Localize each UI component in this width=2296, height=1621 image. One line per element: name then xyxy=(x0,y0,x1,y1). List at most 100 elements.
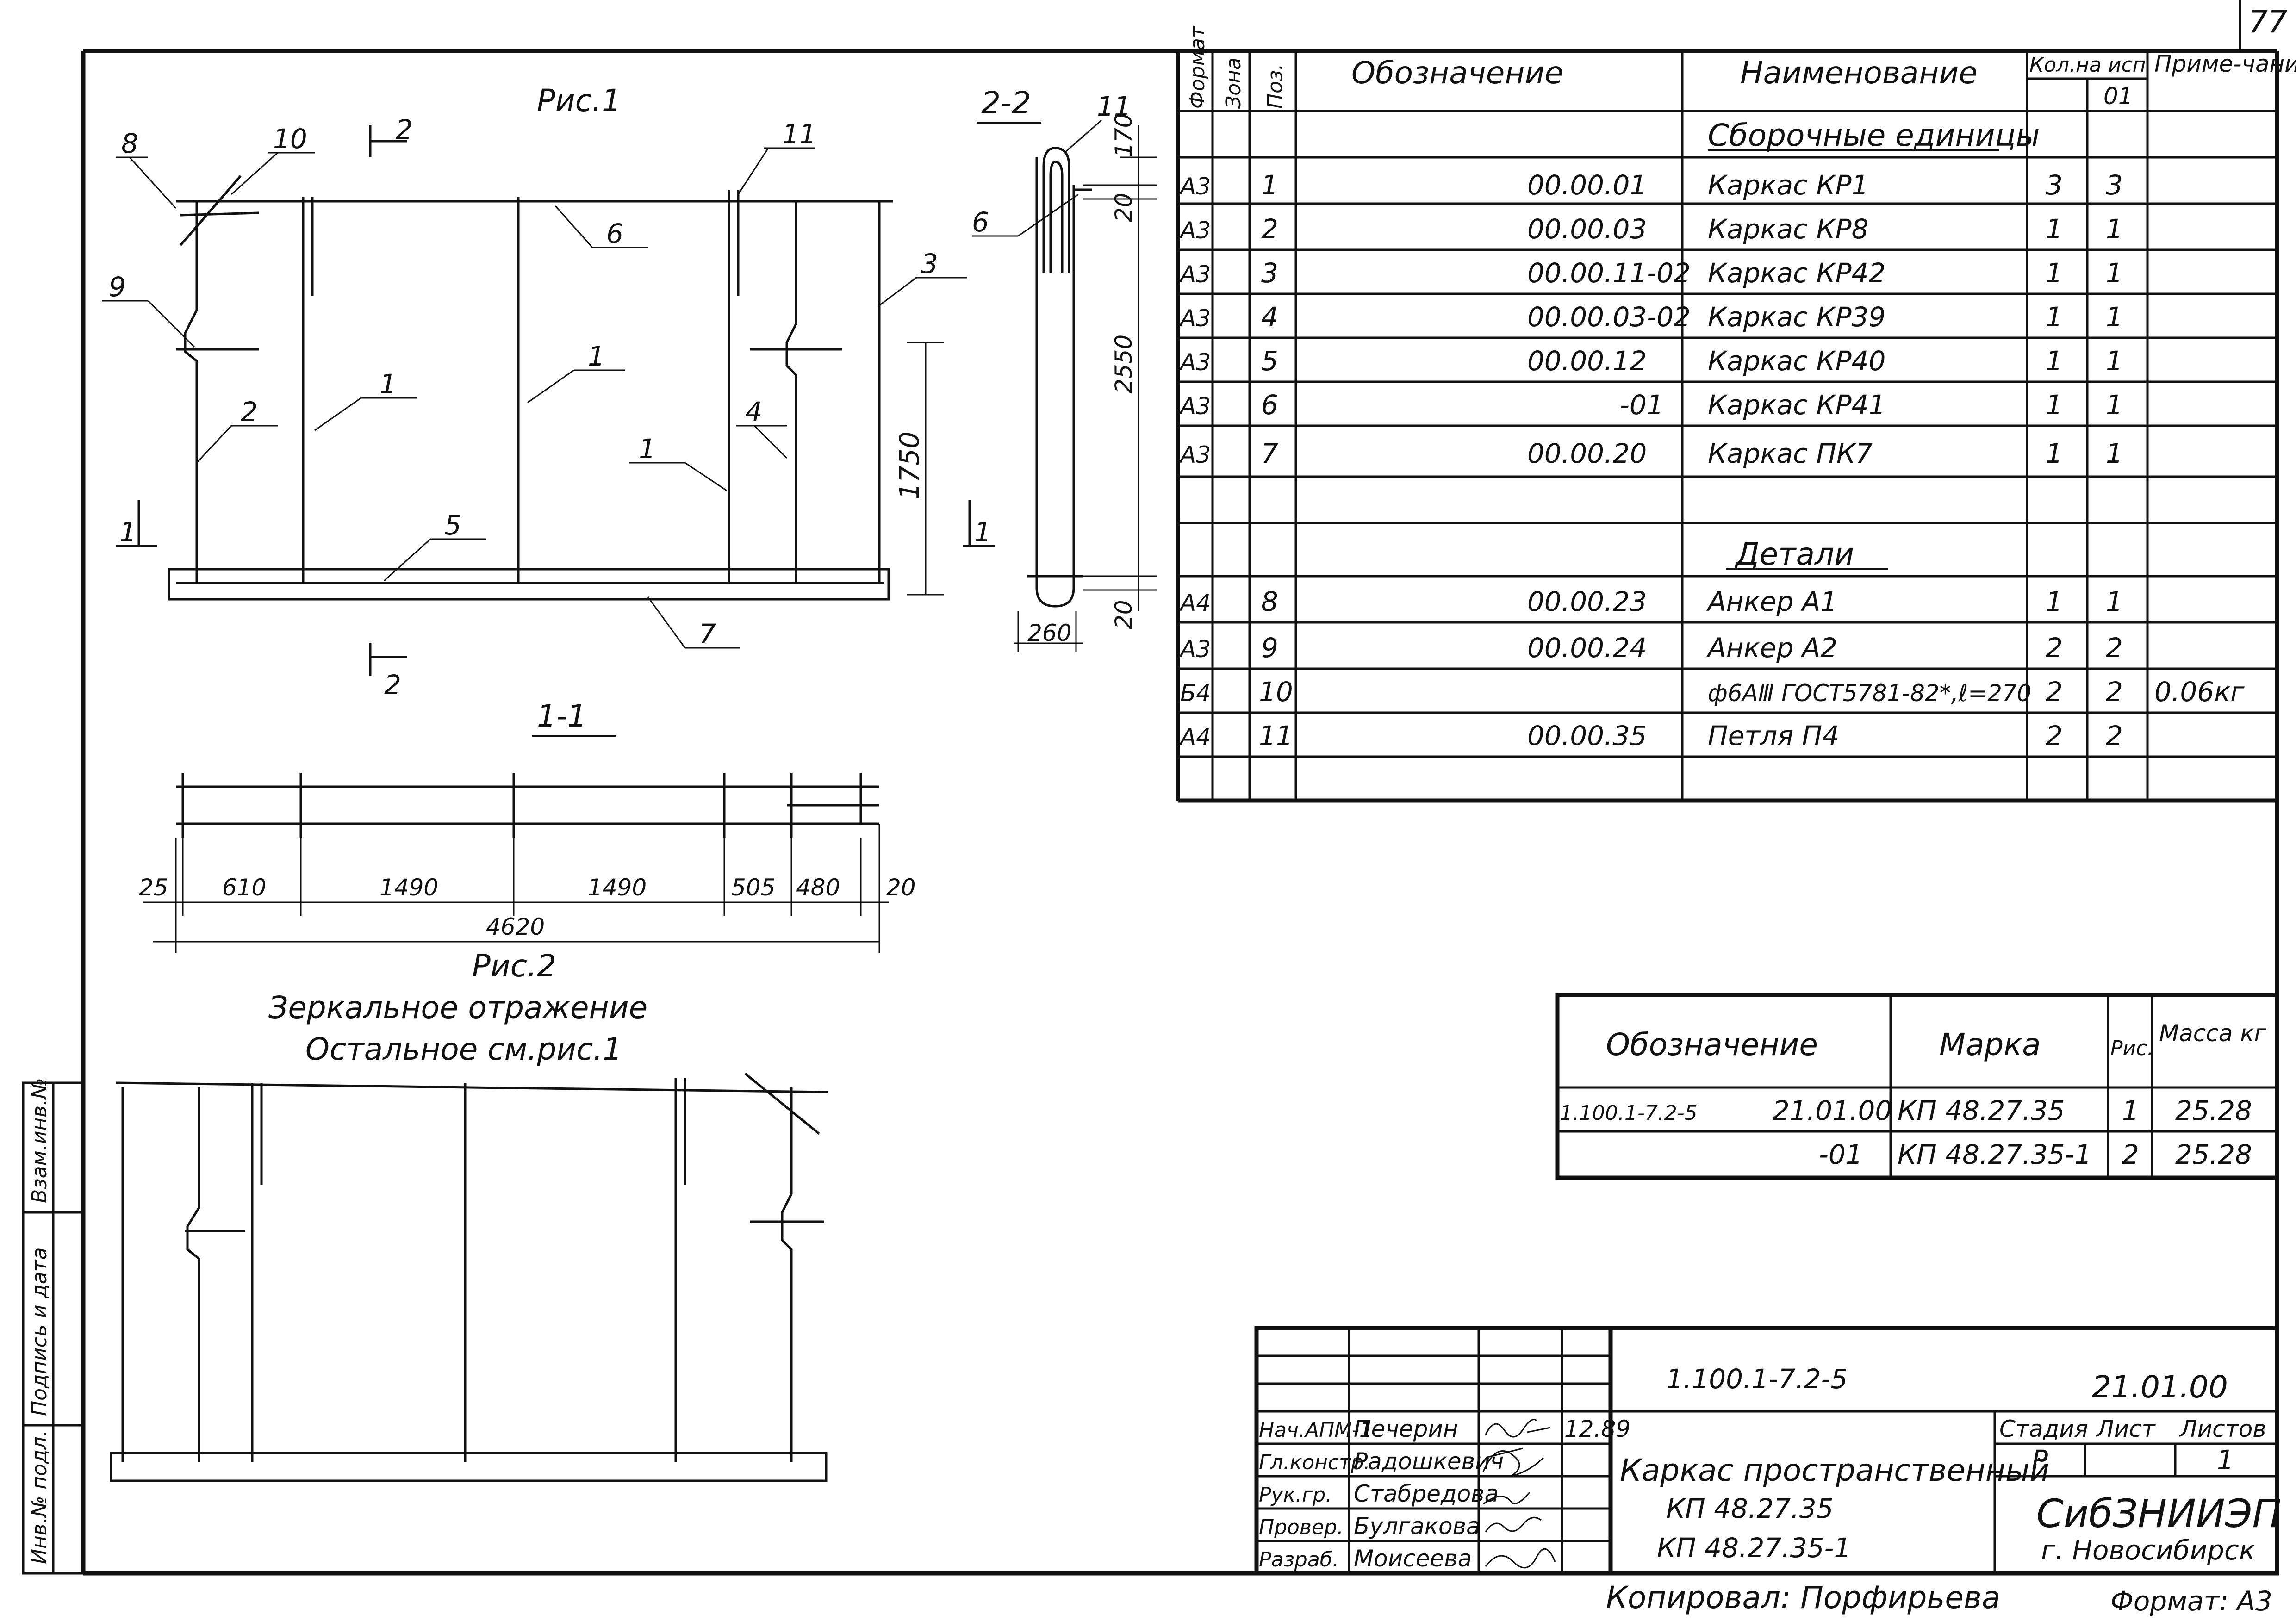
svg-text:00.00.24: 00.00.24 xyxy=(1527,632,1647,664)
spec-row: Б4 10 ф6АⅢ ГОСТ5781-82*,ℓ=270 2 2 0.06кг xyxy=(1180,676,2245,708)
svg-text:-01: -01 xyxy=(1819,1139,1863,1170)
svg-text:0.06кг: 0.06кг xyxy=(2154,676,2245,708)
section-mark-2-bottom: 2 xyxy=(384,669,401,701)
signature-marks xyxy=(1482,1419,1556,1569)
tb-doc-number: 21.01.00 xyxy=(2092,1369,2228,1405)
dim-1750: 1750 xyxy=(894,431,925,500)
marks-hdr-fig: Рис. xyxy=(2110,1037,2153,1060)
svg-text:А3: А3 xyxy=(1179,441,1211,468)
svg-text:1: 1 xyxy=(2106,213,2123,245)
svg-text:А4: А4 xyxy=(1179,590,1211,616)
title-block: 1.100.1-7.2-5 21.01.00 Каркас пространст… xyxy=(1254,1326,2282,1576)
side-stamp: Инв.№ подл. Подпись и дата Взам.инв.№ xyxy=(22,1078,85,1575)
svg-text:21.01.00: 21.01.00 xyxy=(1773,1095,1892,1126)
dim-1490-b: 1490 xyxy=(588,874,647,901)
marks-table: Обозначение Марка Рис. Масса кг 1.100.1-… xyxy=(1555,993,2279,1180)
svg-text:2: 2 xyxy=(241,396,258,428)
svg-text:Провер.: Провер. xyxy=(1259,1515,1344,1539)
svg-text:Каркас КР40: Каркас КР40 xyxy=(1708,345,1885,377)
tb-stage-label: Стадия xyxy=(1999,1416,2088,1442)
svg-text:А3: А3 xyxy=(1179,636,1211,663)
svg-text:2: 2 xyxy=(1261,213,1278,245)
svg-text:1: 1 xyxy=(2046,438,2063,469)
dim-20-top: 20 xyxy=(1110,193,1137,222)
svg-text:Петля П4: Петля П4 xyxy=(1708,720,1839,751)
section-details: Детали xyxy=(1734,536,1854,572)
tb-stage: Р xyxy=(2032,1444,2048,1476)
figure-1: Рис.1 2 2 1 1 8 xyxy=(102,83,995,701)
spec-row: А3 6 -01 Каркас КР41 1 1 xyxy=(1179,389,2123,421)
tb-title-3: КП 48.27.35-1 xyxy=(1657,1532,1851,1564)
format-label: Формат: А3 xyxy=(2110,1585,2272,1617)
svg-text:Каркас КР1: Каркас КР1 xyxy=(1708,169,1869,201)
svg-text:2: 2 xyxy=(2122,1139,2139,1170)
svg-text:Каркас КР39: Каркас КР39 xyxy=(1708,301,1885,333)
fig2-title: Рис.2 xyxy=(472,948,556,984)
spec-table: Формат Зона Поз. Обозначение Наименовани… xyxy=(1176,25,2296,803)
svg-text:10: 10 xyxy=(1259,676,1293,708)
svg-text:2: 2 xyxy=(2046,720,2063,751)
dim-20-bottom: 20 xyxy=(1110,600,1137,629)
figure-2: Рис.2 Зеркальное отражение Остальное см.… xyxy=(110,948,829,1482)
svg-text:9: 9 xyxy=(1261,632,1278,664)
svg-text:1: 1 xyxy=(2122,1095,2139,1126)
svg-text:Б4: Б4 xyxy=(1180,680,1211,707)
svg-text:00.00.20: 00.00.20 xyxy=(1527,438,1647,469)
svg-text:1: 1 xyxy=(1261,169,1278,201)
spec-row: А3 3 00.00.11-02 Каркас КР42 1 1 xyxy=(1179,257,2123,289)
hdr-pos: Поз. xyxy=(1263,64,1287,109)
svg-text:1: 1 xyxy=(639,433,656,465)
svg-text:Булгакова: Булгакова xyxy=(1354,1513,1481,1540)
spec-row: А3 4 00.00.03-02 Каркас КР39 1 1 xyxy=(1179,301,2123,333)
svg-text:00.00.35: 00.00.35 xyxy=(1527,720,1647,751)
svg-text:00.00.11-02: 00.00.11-02 xyxy=(1527,257,1691,289)
svg-text:1: 1 xyxy=(2106,301,2123,333)
spec-row: А3 5 00.00.12 Каркас КР40 1 1 xyxy=(1179,345,2123,377)
section-mark-1-left: 1 xyxy=(119,516,137,548)
svg-text:-01: -01 xyxy=(1620,389,1664,421)
svg-text:Рук.гр.: Рук.гр. xyxy=(1259,1483,1332,1507)
fig1-title: Рис.1 xyxy=(537,83,621,118)
tb-title-2: КП 48.27.35 xyxy=(1666,1493,1834,1524)
svg-text:5: 5 xyxy=(1261,345,1278,377)
dim-4620: 4620 xyxy=(486,913,545,940)
dim-610: 610 xyxy=(222,874,266,901)
svg-text:3: 3 xyxy=(2106,169,2123,201)
svg-text:8: 8 xyxy=(121,128,138,159)
svg-text:1: 1 xyxy=(2106,438,2123,469)
svg-text:1: 1 xyxy=(2046,389,2063,421)
svg-text:3: 3 xyxy=(921,248,938,279)
fig2-note-1: Зеркальное отражение xyxy=(268,990,647,1025)
svg-text:00.00.01: 00.00.01 xyxy=(1527,169,1647,201)
svg-text:КП 48.27.35-1: КП 48.27.35-1 xyxy=(1898,1139,2091,1170)
svg-text:1: 1 xyxy=(2106,345,2123,377)
svg-text:Каркас КР41: Каркас КР41 xyxy=(1708,389,1885,421)
svg-text:00.00.23: 00.00.23 xyxy=(1527,586,1647,617)
svg-text:00.00.03: 00.00.03 xyxy=(1527,213,1647,245)
svg-text:1: 1 xyxy=(2106,389,2123,421)
svg-text:А3: А3 xyxy=(1179,393,1211,420)
hdr-zone: Зона xyxy=(1222,57,1245,109)
marks-row: -01 КП 48.27.35-1 2 25.28 xyxy=(1819,1139,2252,1170)
side-stamp-replace: Взам.инв.№ xyxy=(28,1078,51,1203)
svg-text:1: 1 xyxy=(2106,586,2123,617)
svg-text:Разраб.: Разраб. xyxy=(1259,1548,1339,1571)
svg-text:9: 9 xyxy=(109,271,126,303)
svg-text:Каркас КР42: Каркас КР42 xyxy=(1708,257,1885,289)
svg-text:25.28: 25.28 xyxy=(2175,1095,2252,1126)
spec-row: А4 11 00.00.35 Петля П4 2 2 xyxy=(1179,720,2123,751)
dim-20-plan: 20 xyxy=(886,874,916,901)
section-mark-2-top: 2 xyxy=(396,114,413,145)
hdr-format: Формат xyxy=(1186,25,1209,109)
marks-hdr-mark: Марка xyxy=(1939,1027,2041,1062)
svg-text:А3: А3 xyxy=(1179,261,1211,288)
tb-person: Разраб. Моисеева xyxy=(1259,1545,1472,1572)
hdr-qty-variant: 01 xyxy=(2103,83,2133,110)
svg-text:2: 2 xyxy=(2106,720,2123,751)
svg-text:Каркас КР8: Каркас КР8 xyxy=(1708,213,1869,245)
section-1-1: 1-1 25 610 1490 1490 505 480 20 4620 xyxy=(139,698,916,953)
dim-170: 170 xyxy=(1110,113,1137,157)
svg-text:А3: А3 xyxy=(1179,305,1211,332)
tb-title-1: Каркас пространственный xyxy=(1620,1453,2049,1488)
dim-505: 505 xyxy=(731,874,775,901)
